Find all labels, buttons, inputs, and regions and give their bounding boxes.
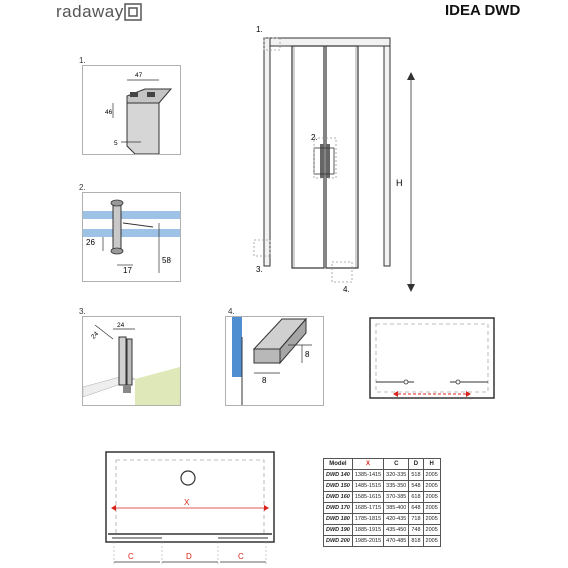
table-row: DWD 150 1485-1515 335-350 548 2005 bbox=[323, 480, 441, 492]
h-cell: 2005 bbox=[422, 480, 441, 492]
model-cell: DWD 180 bbox=[323, 513, 353, 525]
c-cell: 385-400 bbox=[383, 502, 410, 514]
d-cell: 518 bbox=[408, 469, 424, 481]
table-row: DWD 170 1685-1715 385-400 648 2005 bbox=[323, 502, 441, 514]
brand-logo-icon bbox=[124, 3, 142, 21]
h-cell: 2005 bbox=[422, 502, 441, 514]
d-cell: 818 bbox=[408, 535, 424, 547]
d-cell: 618 bbox=[408, 491, 424, 503]
detail-1-dim-width: 47 bbox=[135, 72, 143, 79]
d-cell: 748 bbox=[408, 524, 424, 536]
x-cell: 1785-1815 bbox=[351, 513, 385, 525]
detail-3-dim-a: 24 bbox=[90, 330, 100, 340]
marker-3: 3. bbox=[256, 265, 263, 274]
detail-3-drawing: 24 24 bbox=[83, 322, 180, 405]
detail-4-dim-b: 8 bbox=[262, 376, 267, 385]
x-cell: 1485-1515 bbox=[351, 480, 385, 492]
detail-2-label: 2. bbox=[79, 183, 86, 192]
x-cell: 1385-1415 bbox=[351, 469, 385, 481]
plan-d-label: D bbox=[186, 552, 192, 561]
detail-3-dim-b: 24 bbox=[117, 322, 125, 329]
detail-4-drawing: 8 8 bbox=[232, 317, 312, 405]
x-cell: 1685-1715 bbox=[351, 502, 385, 514]
d-cell: 718 bbox=[408, 513, 424, 525]
c-cell: 370-385 bbox=[383, 491, 410, 503]
detail-3-panel: 24 24 bbox=[82, 316, 181, 406]
plan-x-label: X bbox=[184, 498, 190, 507]
header-model: Model bbox=[323, 458, 353, 470]
detail-2-dim-c: 58 bbox=[162, 256, 171, 265]
model-cell: DWD 170 bbox=[323, 502, 353, 514]
h-cell: 2005 bbox=[422, 491, 441, 503]
marker-2: 2. bbox=[311, 133, 318, 142]
product-title: IDEA DWD bbox=[445, 2, 521, 19]
x-cell: 1585-1615 bbox=[351, 491, 385, 503]
brand-logo-text: radaway bbox=[56, 2, 124, 21]
detail-4-label: 4. bbox=[228, 307, 235, 316]
c-cell: 335-350 bbox=[383, 480, 410, 492]
height-label: H bbox=[396, 178, 403, 188]
c-cell: 320-335 bbox=[383, 469, 410, 481]
x-cell: 1885-1915 bbox=[351, 524, 385, 536]
detail-2-dim-a: 26 bbox=[86, 238, 95, 247]
c-cell: 435-450 bbox=[383, 524, 410, 536]
marker-4: 4. bbox=[343, 285, 350, 294]
h-cell: 2005 bbox=[422, 513, 441, 525]
marker-1: 1. bbox=[256, 25, 263, 34]
plan-c-right-label: C bbox=[238, 552, 244, 561]
plan-c-left-label: C bbox=[128, 552, 134, 561]
table-row: DWD 180 1785-1815 420-435 718 2005 bbox=[323, 513, 441, 525]
h-cell: 2005 bbox=[422, 469, 441, 481]
header-h: H bbox=[422, 458, 441, 470]
d-cell: 648 bbox=[408, 502, 424, 514]
table-row: DWD 200 1985-2015 470-485 818 2005 bbox=[323, 535, 441, 547]
header-d: D bbox=[408, 458, 424, 470]
detail-2-dim-b: 17 bbox=[123, 266, 132, 275]
model-cell: DWD 140 bbox=[323, 469, 353, 481]
table-row: DWD 190 1885-1915 435-450 748 2005 bbox=[323, 524, 441, 536]
detail-2-panel: 26 17 58 bbox=[82, 192, 181, 282]
model-cell: DWD 160 bbox=[323, 491, 353, 503]
floor-plan-diagram: X C D C bbox=[105, 451, 275, 566]
dimensions-table: Model X C D H DWD 140 1385-1415 320-335 … bbox=[323, 458, 441, 547]
table-header-row: Model X C D H bbox=[323, 458, 441, 470]
detail-2-drawing: 26 17 58 bbox=[83, 199, 180, 275]
model-cell: DWD 200 bbox=[323, 535, 353, 547]
detail-4-dim-a: 8 bbox=[305, 350, 310, 359]
table-row: DWD 160 1585-1615 370-385 618 2005 bbox=[323, 491, 441, 503]
detail-1-dim-side: 5 bbox=[114, 140, 118, 147]
enclosure-elevation-drawing: 1. 2. 3. 4. H bbox=[253, 25, 415, 294]
detail-1-label: 1. bbox=[79, 56, 86, 65]
h-cell: 2005 bbox=[422, 524, 441, 536]
model-cell: DWD 150 bbox=[323, 480, 353, 492]
header-c: C bbox=[383, 458, 410, 470]
header-x: X bbox=[351, 458, 385, 470]
door-section-diagram bbox=[369, 317, 495, 399]
detail-4-panel: 8 8 bbox=[225, 316, 324, 406]
c-cell: 470-485 bbox=[383, 535, 410, 547]
detail-1-panel: 47 46 5 bbox=[82, 65, 181, 155]
c-cell: 420-435 bbox=[383, 513, 410, 525]
detail-1-drawing: 47 46 5 bbox=[105, 72, 173, 154]
d-cell: 548 bbox=[408, 480, 424, 492]
h-cell: 2005 bbox=[422, 535, 441, 547]
table-row: DWD 140 1385-1415 320-335 518 2005 bbox=[323, 469, 441, 481]
detail-1-dim-height: 46 bbox=[105, 109, 113, 116]
x-cell: 1985-2015 bbox=[351, 535, 385, 547]
detail-3-label: 3. bbox=[79, 307, 86, 316]
model-cell: DWD 190 bbox=[323, 524, 353, 536]
